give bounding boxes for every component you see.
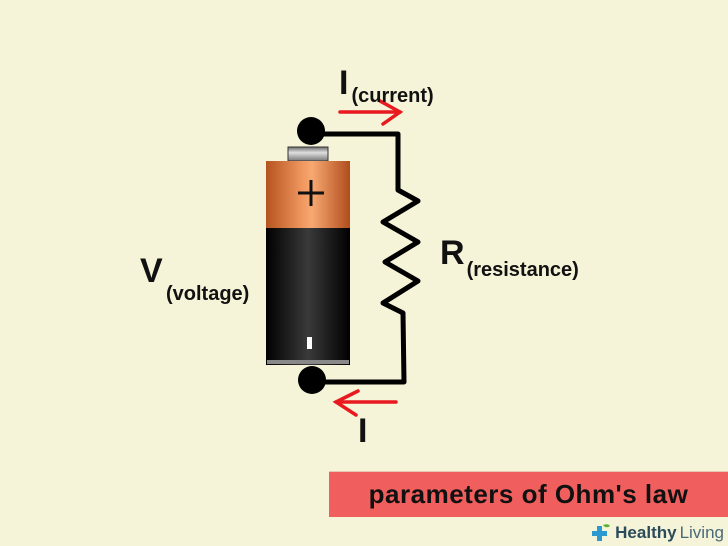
positive-terminal (297, 117, 325, 145)
resistance-label: R(resistance) (440, 234, 579, 280)
current-symbol: I (339, 64, 349, 102)
brand-name-regular: Living (679, 523, 724, 542)
brand-name-bold: Healthy (615, 523, 677, 542)
battery-cap (287, 146, 329, 162)
plus-leaf-icon (592, 524, 611, 541)
minus-icon (307, 337, 312, 349)
current-label: I(current) (339, 64, 434, 106)
current-arrow-top (338, 99, 404, 126)
plus-icon (298, 180, 324, 206)
voltage-label: V (voltage) (140, 252, 249, 304)
voltage-name: (voltage) (166, 283, 250, 305)
resistor (380, 187, 421, 316)
battery-base-rim (267, 360, 349, 364)
current-name: (current) (351, 85, 434, 107)
bottom-wire (312, 312, 407, 385)
title-banner: parameters of Ohm's law (329, 471, 728, 517)
top-wire (311, 131, 401, 190)
resistance-symbol: R (440, 234, 465, 272)
current-arrow-bottom (332, 389, 398, 417)
negative-terminal (298, 366, 326, 394)
current-return-symbol: I (358, 412, 368, 450)
brand-logo: Healthy Living (590, 522, 724, 544)
voltage-symbol: V (140, 252, 163, 290)
resistance-name: (resistance) (466, 259, 579, 281)
